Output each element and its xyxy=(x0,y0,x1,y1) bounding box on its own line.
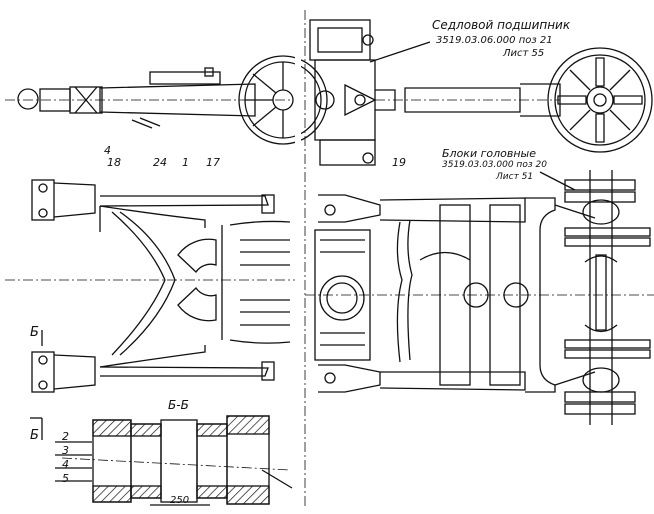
section-label: Б-Б xyxy=(168,398,189,412)
callout-17: 17 xyxy=(206,156,220,169)
pulley-wheel-left xyxy=(238,55,328,145)
position-2: 2 xyxy=(62,430,69,443)
position-3: 3 xyxy=(62,444,69,457)
section-dimension: 250 xyxy=(170,495,190,506)
callout-18: 18 xyxy=(107,156,121,169)
position-4: 4 xyxy=(62,458,69,471)
upper-boom-left xyxy=(5,67,290,129)
head-blocks-sheet: Лист 51 xyxy=(496,172,534,182)
head-blocks-title: Блоки головные xyxy=(442,147,536,160)
saddle-bearing-assembly xyxy=(309,19,561,166)
section-marker xyxy=(30,330,43,440)
callout-4-small: 4 xyxy=(104,144,111,157)
saddle-bearing-sheet: Лист 55 xyxy=(503,48,545,59)
callout-24: 24 xyxy=(153,156,167,169)
saddle-bearing-drawing-no: 3519.03.06.000 поз 21 xyxy=(436,35,553,46)
frame-right xyxy=(305,170,654,425)
position-5: 5 xyxy=(62,472,69,485)
section-mark-bottom: Б xyxy=(30,428,39,443)
callout-19: 19 xyxy=(392,156,406,169)
saddle-bearing-title: Седловой подшипник xyxy=(432,18,571,32)
head-blocks-drawing-no: 3519.03.03.000 поз 20 xyxy=(442,160,547,170)
section-mark-top: Б xyxy=(30,325,39,340)
callout-1: 1 xyxy=(182,156,189,169)
frame-left xyxy=(5,179,300,393)
section-bb xyxy=(55,415,293,506)
pulley-wheel-right xyxy=(547,47,653,153)
